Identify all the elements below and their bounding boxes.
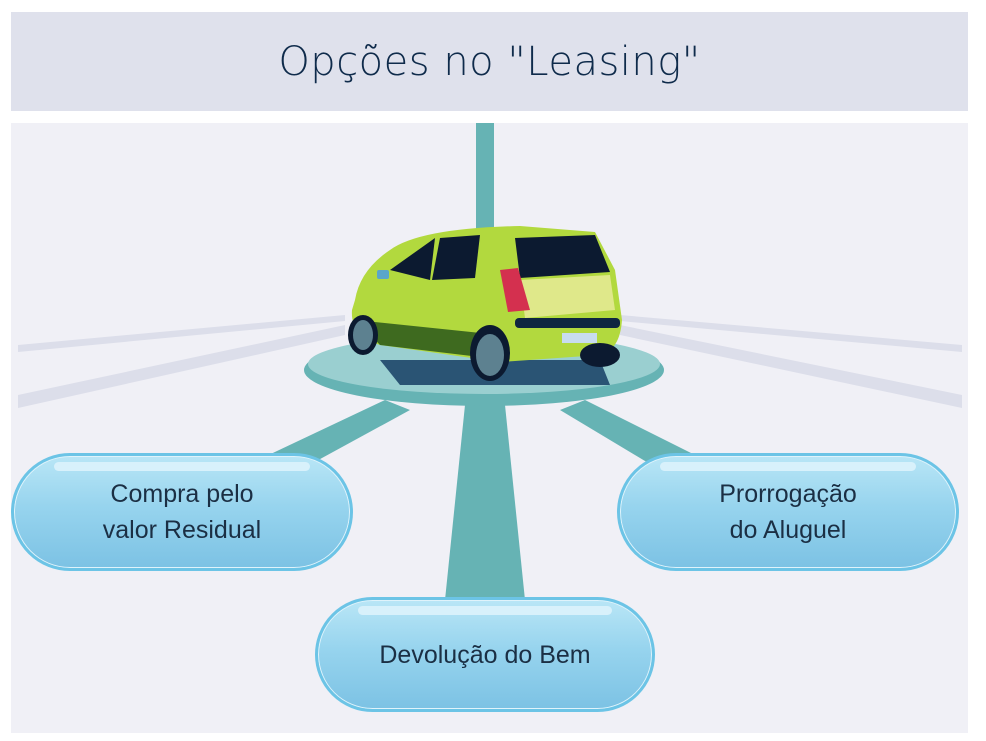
road-lines — [18, 315, 962, 408]
option-buy-residual: Compra pelo valor Residual — [11, 453, 353, 571]
option-extend-rental: Prorrogação do Aluguel — [617, 453, 959, 571]
option-label: Devolução do Bem — [379, 640, 591, 669]
option-return-asset: Devolução do Bem — [315, 597, 655, 712]
connector-right — [560, 400, 705, 470]
option-label: Prorrogação do Aluguel — [719, 480, 857, 544]
top-connector — [476, 123, 494, 233]
car-illustration — [348, 226, 622, 385]
title-banner: Opções no "Leasing" — [11, 12, 968, 111]
connector-left — [258, 400, 410, 470]
page-title: Opções no "Leasing" — [278, 38, 701, 85]
option-label: Compra pelo valor Residual — [102, 480, 262, 544]
connector-center — [445, 405, 525, 600]
